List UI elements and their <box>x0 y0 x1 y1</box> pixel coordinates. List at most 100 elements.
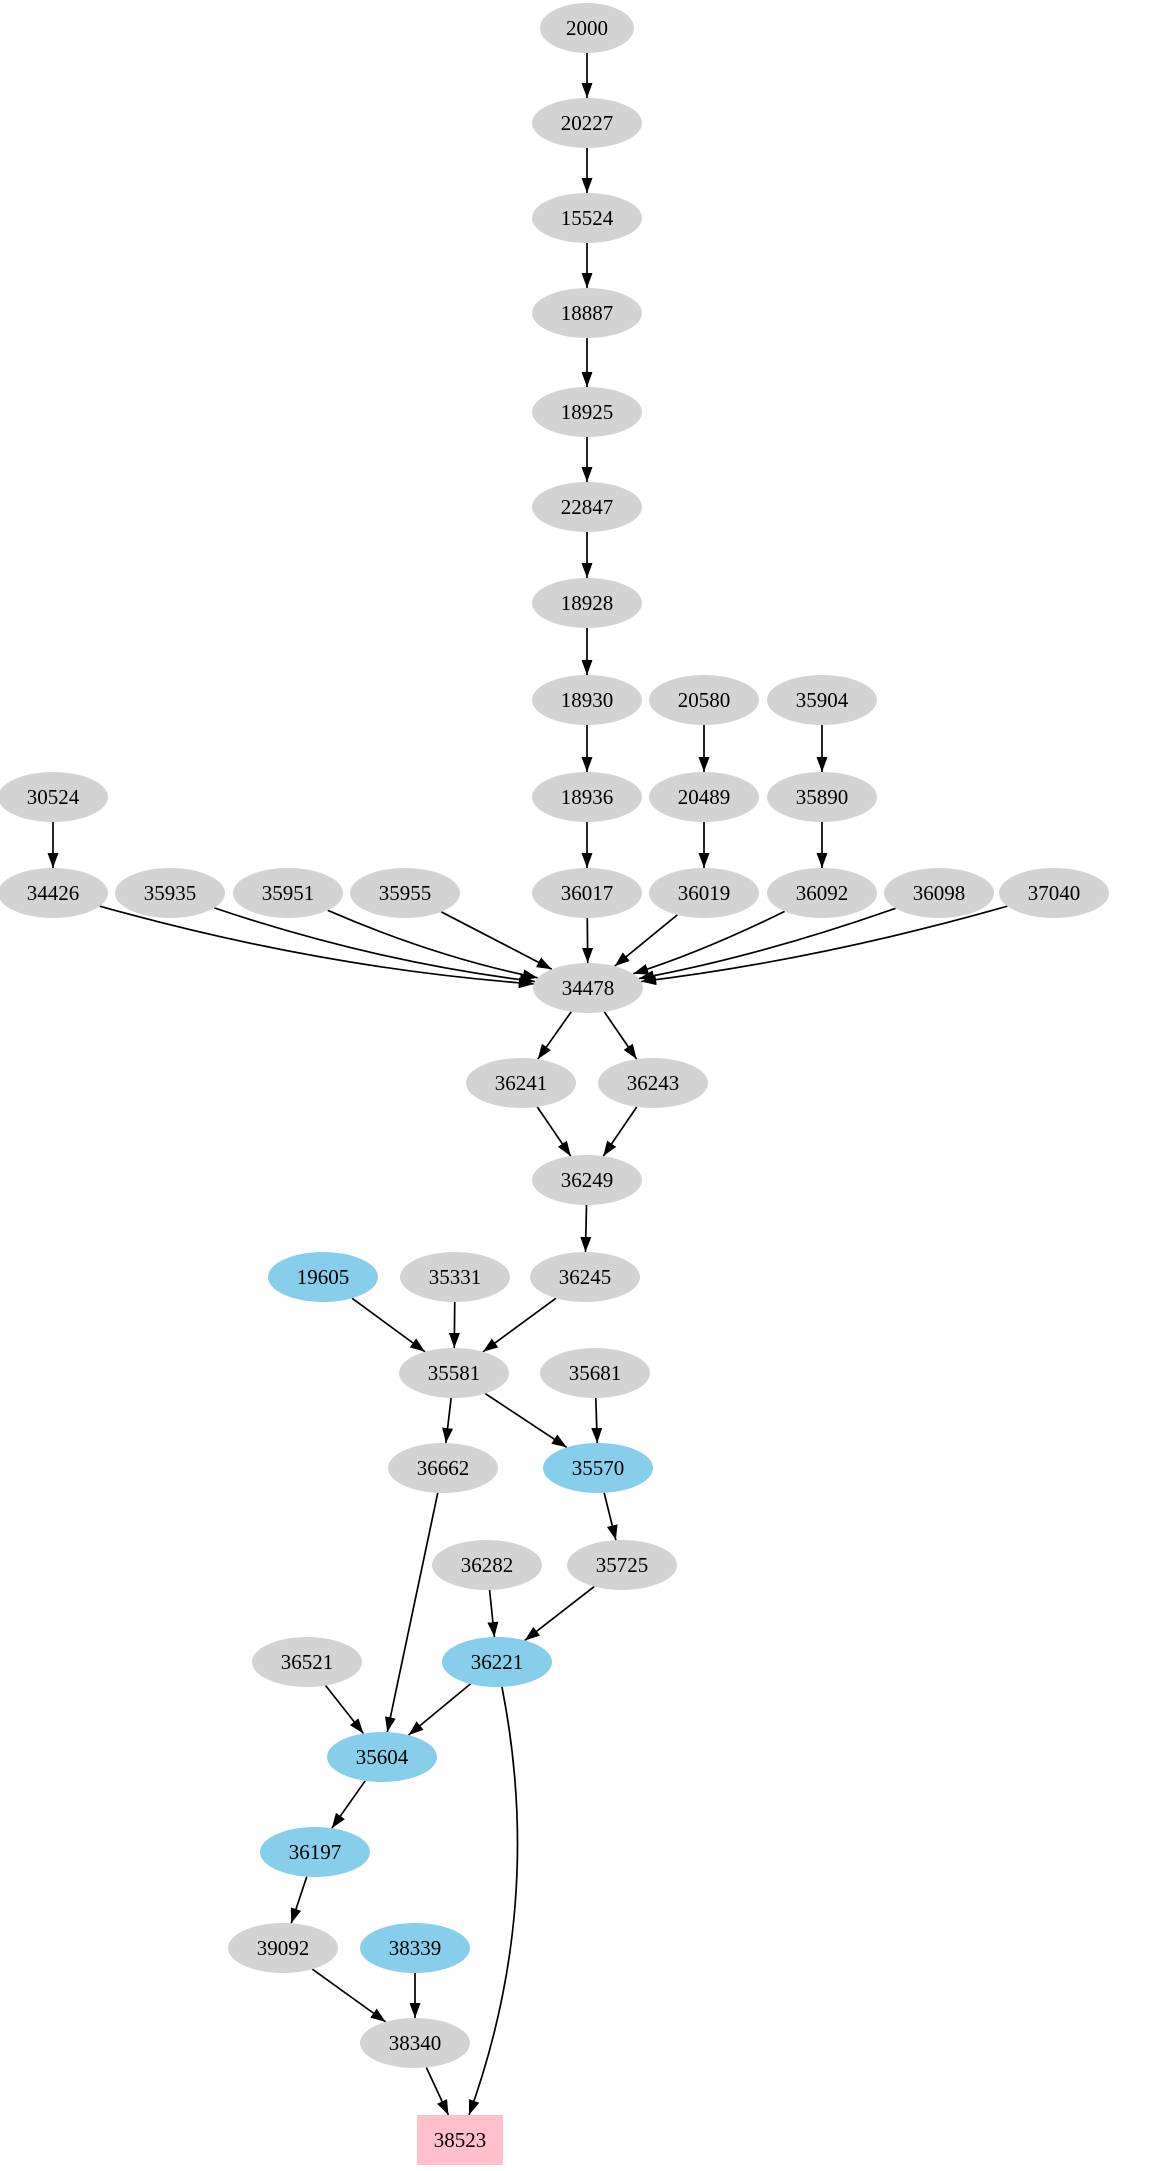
node-18936: 18936 <box>532 772 642 822</box>
node-36019: 36019 <box>649 868 759 918</box>
node-label: 38523 <box>434 2128 487 2152</box>
node-ellipse-shape <box>432 1540 542 1590</box>
node-37040: 37040 <box>999 868 1109 918</box>
node-label: 35681 <box>569 1361 622 1385</box>
node-ellipse-shape <box>767 868 877 918</box>
node-ellipse-shape <box>540 3 634 53</box>
edge-19605-35581 <box>351 1297 426 1353</box>
node-38340: 38340 <box>360 2018 470 2068</box>
node-label: 22847 <box>561 495 614 519</box>
node-ellipse-shape <box>649 675 759 725</box>
edge-39092-38340 <box>311 1968 387 2023</box>
node-36282: 36282 <box>432 1540 542 1590</box>
node-2000: 2000 <box>540 3 634 53</box>
node-36249: 36249 <box>532 1155 642 1205</box>
node-label: 37040 <box>1028 881 1081 905</box>
node-36662: 36662 <box>388 1443 498 1493</box>
node-label: 20580 <box>678 688 731 712</box>
edge-35581-36662 <box>442 1397 454 1444</box>
node-label: 35935 <box>144 881 197 905</box>
node-label: 18930 <box>561 688 614 712</box>
node-label: 35570 <box>572 1456 625 1480</box>
node-35951: 35951 <box>233 868 343 918</box>
node-35581: 35581 <box>399 1348 509 1398</box>
node-ellipse-shape <box>360 2018 470 2068</box>
node-36221: 36221 <box>442 1637 552 1687</box>
edge-35581-35570 <box>484 1392 568 1449</box>
node-20580: 20580 <box>649 675 759 725</box>
node-ellipse-shape <box>532 387 642 437</box>
node-ellipse-shape <box>532 578 642 628</box>
node-label: 36098 <box>913 881 966 905</box>
node-ellipse-shape <box>260 1827 370 1877</box>
node-label: 36282 <box>461 1553 514 1577</box>
node-label: 35955 <box>379 881 432 905</box>
node-ellipse-shape <box>767 772 877 822</box>
node-ellipse-shape <box>115 868 225 918</box>
node-label: 35581 <box>428 1361 481 1385</box>
node-label: 35904 <box>796 688 849 712</box>
node-ellipse-shape <box>350 868 460 918</box>
node-ellipse-shape <box>388 1443 498 1493</box>
node-label: 39092 <box>257 1936 310 1960</box>
node-35570: 35570 <box>543 1443 653 1493</box>
edge-38340-38523 <box>425 2067 450 2116</box>
node-label: 35725 <box>596 1553 649 1577</box>
node-20227: 20227 <box>532 98 642 148</box>
node-label: 36017 <box>561 881 614 905</box>
node-36098: 36098 <box>884 868 994 918</box>
edge-36243-36249 <box>602 1106 638 1157</box>
node-ellipse-shape <box>649 772 759 822</box>
node-ellipse-shape <box>540 1348 650 1398</box>
nodes-layer: 2000 20227 15524 18887 18925 22847 18928 18930 2… <box>0 3 1109 2165</box>
edge-35935-34478 <box>213 907 535 986</box>
node-label: 20489 <box>678 785 731 809</box>
node-39092: 39092 <box>228 1923 338 1973</box>
edge-37040-34478 <box>641 905 1008 986</box>
edges-layer <box>47 53 1008 2116</box>
node-label: 38339 <box>389 1936 442 1960</box>
node-ellipse-shape <box>567 1540 677 1590</box>
node-label: 18887 <box>561 301 614 325</box>
node-label: 35604 <box>356 1745 409 1769</box>
node-label: 36249 <box>561 1168 614 1192</box>
node-ellipse-shape <box>532 1155 642 1205</box>
node-ellipse-shape <box>327 1732 437 1782</box>
edge-36662-35604 <box>384 1492 439 1733</box>
node-35725: 35725 <box>567 1540 677 1590</box>
node-ellipse-shape <box>0 868 108 918</box>
edge-36221-38523 <box>468 1686 519 2116</box>
node-ellipse-shape <box>360 1923 470 1973</box>
node-18925: 18925 <box>532 387 642 437</box>
node-label: 36092 <box>796 881 849 905</box>
node-ellipse-shape <box>532 482 642 532</box>
node-35604: 35604 <box>327 1732 437 1782</box>
node-label: 36019 <box>678 881 731 905</box>
node-ellipse-shape <box>767 675 877 725</box>
node-label: 36221 <box>471 1650 524 1674</box>
node-34426: 34426 <box>0 868 108 918</box>
node-18928: 18928 <box>532 578 642 628</box>
node-label: 36521 <box>281 1650 334 1674</box>
node-36092: 36092 <box>767 868 877 918</box>
node-ellipse-shape <box>999 868 1109 918</box>
node-36017: 36017 <box>532 868 642 918</box>
node-label: 2000 <box>566 16 608 40</box>
edge-36241-36249 <box>536 1106 572 1157</box>
edge-34426-34478 <box>99 905 534 989</box>
edge-36092-34478 <box>632 910 786 975</box>
node-ellipse-shape <box>532 772 642 822</box>
node-ellipse-shape <box>649 868 759 918</box>
edge-34478-36243 <box>603 1011 638 1060</box>
node-38523: 38523 <box>417 2115 503 2165</box>
edge-35604-36197 <box>331 1780 366 1829</box>
edge-36098-34478 <box>638 907 896 982</box>
node-ellipse-shape <box>532 675 642 725</box>
node-36243: 36243 <box>598 1058 708 1108</box>
node-label: 35951 <box>262 881 315 905</box>
node-label: 18936 <box>561 785 614 809</box>
node-15524: 15524 <box>532 193 642 243</box>
node-ellipse-shape <box>884 868 994 918</box>
